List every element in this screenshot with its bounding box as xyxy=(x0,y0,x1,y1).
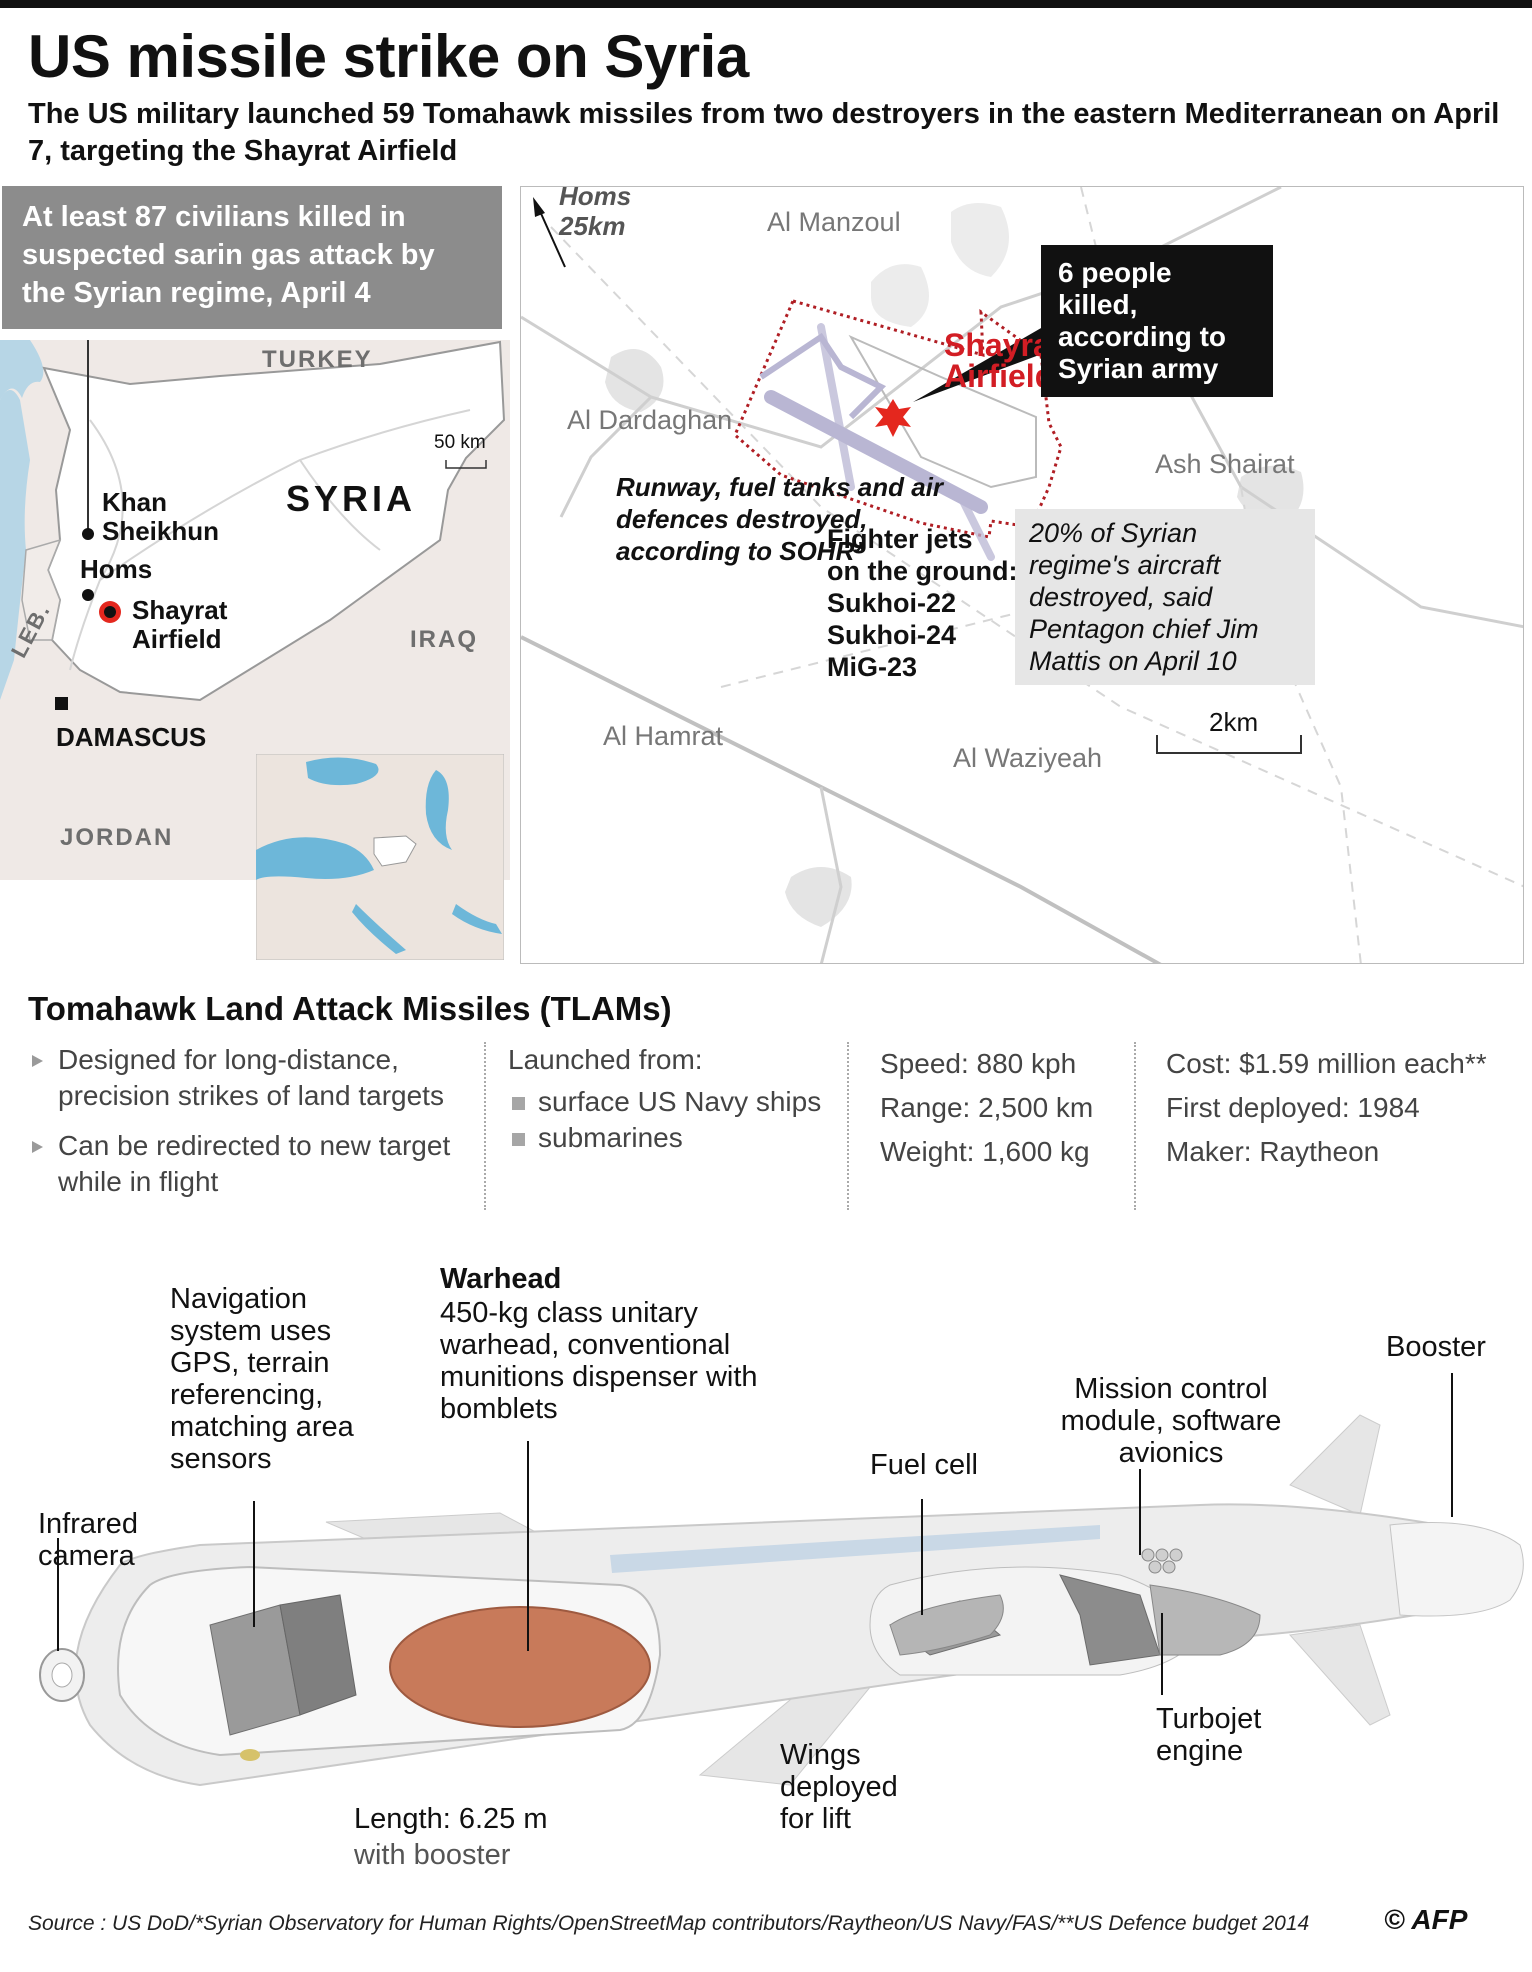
column-divider xyxy=(484,1042,486,1210)
fighter-jets-list: Fighter jets on the ground: Sukhoi-22 Su… xyxy=(827,523,1017,683)
fact-deployed: First deployed: 1984 xyxy=(1166,1092,1420,1123)
khan-sheikhun-marker xyxy=(82,528,94,540)
source-note: Source : US DoD/*Syrian Observatory for … xyxy=(28,1912,1310,1935)
bullet-square-icon xyxy=(512,1133,525,1146)
place-al-dardaghan: Al Dardaghan xyxy=(567,405,733,435)
place-ash-shairat: Ash Shairat xyxy=(1155,449,1295,479)
page-subtitle: The US military launched 59 Tomahawk mis… xyxy=(28,98,1500,167)
spec-speed: Speed: 880 kph xyxy=(880,1048,1077,1079)
fact-cost: Cost: $1.59 million each** xyxy=(1166,1048,1487,1079)
bullet-square-icon xyxy=(512,1097,525,1110)
place-al-manzoul: Al Manzoul xyxy=(767,207,901,237)
place-damascus: DAMASCUS xyxy=(56,722,207,752)
tlam-facts: Cost: $1.59 million each** First deploye… xyxy=(1166,1042,1526,1174)
place-khan-sheikhun: Khan Sheikhun xyxy=(102,487,220,546)
label-fuel-cell: Fuel cell xyxy=(870,1449,978,1481)
label-navigation-system: Navigation system uses GPS, terrain refe… xyxy=(170,1283,354,1475)
sarin-attack-callout: At least 87 civilians killed in suspecte… xyxy=(2,186,502,329)
bullet-triangle-icon xyxy=(32,1055,43,1067)
detail-scale-label: 2km xyxy=(1209,707,1259,737)
damascus-marker xyxy=(55,697,68,710)
syria-locator-map: TURKEY SYRIA IRAQ JORDAN LEB. 50 km Khan… xyxy=(0,340,510,960)
place-shayrat: Shayrat Airfield xyxy=(132,595,228,654)
casualty-callout: 6 people killed, according to Syrian arm… xyxy=(1041,245,1273,397)
detail-map-graphic xyxy=(521,187,1523,963)
column-divider xyxy=(1134,1042,1136,1210)
homs-direction-label: Homs 25km xyxy=(559,186,632,241)
tlam-specs: Speed: 880 kph Range: 2,500 km Weight: 1… xyxy=(880,1042,1130,1174)
jets-line-5: MiG-23 xyxy=(827,652,918,682)
country-label-syria: SYRIA xyxy=(286,478,417,519)
place-al-waziyeah: Al Waziyeah xyxy=(953,743,1103,773)
label-booster: Booster xyxy=(1386,1331,1486,1363)
bullet-triangle-icon xyxy=(32,1141,43,1153)
middle-east-inset-map xyxy=(256,754,504,960)
feature-item: Designed for long-distance, precision st… xyxy=(28,1042,468,1114)
shayrat-detail-map: Homs 25km Al Manzoul Al Dardaghan Ash Sh… xyxy=(520,186,1524,964)
label-length-note: with booster xyxy=(354,1839,511,1871)
locator-scale-label: 50 km xyxy=(434,432,486,453)
jets-line-1: Fighter jets xyxy=(827,524,973,554)
damage-note: Runway, fuel tanks and air defences dest… xyxy=(616,472,944,566)
place-al-hamrat: Al Hamrat xyxy=(603,721,724,751)
label-warhead-desc: 450-kg class unitary warhead, convention… xyxy=(440,1297,758,1425)
label-length: Length: 6.25 m xyxy=(354,1803,548,1835)
fact-maker: Maker: Raytheon xyxy=(1166,1136,1380,1167)
tlam-section-title: Tomahawk Land Attack Missiles (TLAMs) xyxy=(28,990,672,1027)
country-label-turkey: TURKEY xyxy=(262,346,373,373)
label-wings: Wings deployed for lift xyxy=(780,1739,898,1835)
country-label-jordan: JORDAN xyxy=(60,824,174,851)
jets-line-2: on the ground: xyxy=(827,556,1018,586)
column-divider xyxy=(847,1042,849,1210)
place-homs: Homs xyxy=(80,554,153,584)
syria-map-graphic xyxy=(0,340,510,880)
label-warhead-title: Warhead xyxy=(440,1263,562,1295)
label-infrared-camera: Infrared camera xyxy=(38,1508,138,1572)
tomahawk-cutaway: Infrared camera Navigation system uses G… xyxy=(0,1255,1532,1895)
platform-item: surface US Navy ships xyxy=(508,1084,838,1120)
afp-credit: © AFP xyxy=(1384,1904,1468,1935)
top-rule xyxy=(0,0,1532,8)
tlam-features: Designed for long-distance, precision st… xyxy=(28,1042,468,1200)
jets-line-4: Sukhoi-24 xyxy=(827,620,957,650)
homs-marker xyxy=(82,589,94,601)
missile-graphic xyxy=(39,1373,1524,1787)
country-label-iraq: IRAQ xyxy=(410,626,478,653)
label-turbojet-engine: Turbojet engine xyxy=(1156,1703,1262,1767)
page-title: US missile strike on Syria xyxy=(28,23,749,90)
label-mission-control: Mission control module, software avionic… xyxy=(1060,1373,1282,1469)
launched-from-label: Launched from: xyxy=(508,1044,703,1075)
mattis-note: 20% of Syrian regime's aircraft destroye… xyxy=(1015,509,1315,685)
platform-item: submarines xyxy=(508,1120,838,1156)
jets-line-3: Sukhoi-22 xyxy=(827,588,957,618)
tlam-launch-platforms: Launched from: surface US Navy ships sub… xyxy=(508,1042,838,1156)
feature-item: Can be redirected to new target while in… xyxy=(28,1128,468,1200)
spec-weight: Weight: 1,600 kg xyxy=(880,1136,1090,1167)
spec-range: Range: 2,500 km xyxy=(880,1092,1094,1123)
